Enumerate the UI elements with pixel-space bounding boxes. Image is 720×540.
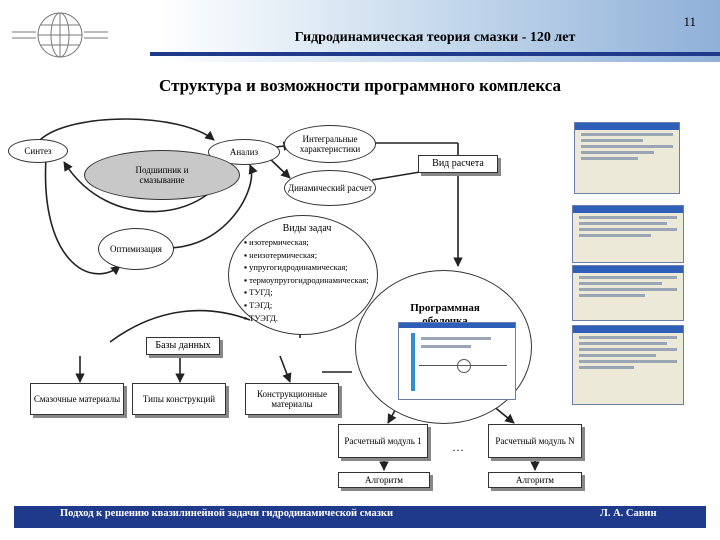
node-lubricants: Смазочные материалы <box>30 383 124 415</box>
task-item: ТУЭГД. <box>244 312 374 325</box>
node-algorithm-1: Алгоритм <box>338 472 430 488</box>
task-item: ТУГД; <box>244 286 374 299</box>
program-window-screenshot <box>574 122 680 194</box>
tasks-list: изотермическая; неизотермическая; упруго… <box>244 236 374 324</box>
program-window-screenshot <box>572 265 684 321</box>
node-optimization-label: Оптимизация <box>110 243 162 254</box>
slide-number: 11 <box>683 14 696 29</box>
task-item: термоупругогидродинамическая; <box>244 274 374 287</box>
footer-bar <box>14 506 706 528</box>
header-banner <box>0 0 720 62</box>
globe-logo-icon <box>12 12 108 58</box>
node-calc-type: Вид расчета <box>418 155 498 173</box>
node-dynamic: Динамический расчет <box>284 170 376 206</box>
node-optimization: Оптимизация <box>98 228 174 270</box>
task-item: изотермическая; <box>244 236 374 249</box>
node-module-1: Расчетный модуль 1 <box>338 424 428 458</box>
node-databases: Базы данных <box>146 337 220 355</box>
top-title: Гидродинамическая теория смазки - 120 ле… <box>294 30 576 45</box>
node-bearing-label: Подшипник и смазывание <box>135 164 189 185</box>
node-integral: Интегральные характеристики <box>284 125 376 163</box>
header-underline <box>150 52 720 56</box>
task-item: неизотермическая; <box>244 249 374 262</box>
node-bearing: Подшипник и смазывание <box>84 150 240 200</box>
page-title: Структура и возможности программного ком… <box>159 76 561 95</box>
tasks-title: Виды задач <box>282 223 332 234</box>
node-synthesis: Синтез <box>8 139 68 163</box>
modules-ellipsis: … <box>452 440 464 454</box>
node-constructions: Типы конструкций <box>132 383 226 415</box>
footer-author: Л. А. Савин <box>600 508 657 519</box>
node-algorithm-n: Алгоритм <box>488 472 582 488</box>
node-materials: Конструкционные материалы <box>245 383 339 415</box>
node-module-n: Расчетный модуль N <box>488 424 582 458</box>
footer-caption: Подход к решению квазилинейной задачи ги… <box>60 508 394 519</box>
program-window-screenshot <box>572 205 684 263</box>
task-item: ТЭГД; <box>244 299 374 312</box>
program-window-screenshot <box>572 325 684 405</box>
shell-preview-screenshot <box>398 322 516 400</box>
task-item: упругогидродинамическая; <box>244 261 374 274</box>
